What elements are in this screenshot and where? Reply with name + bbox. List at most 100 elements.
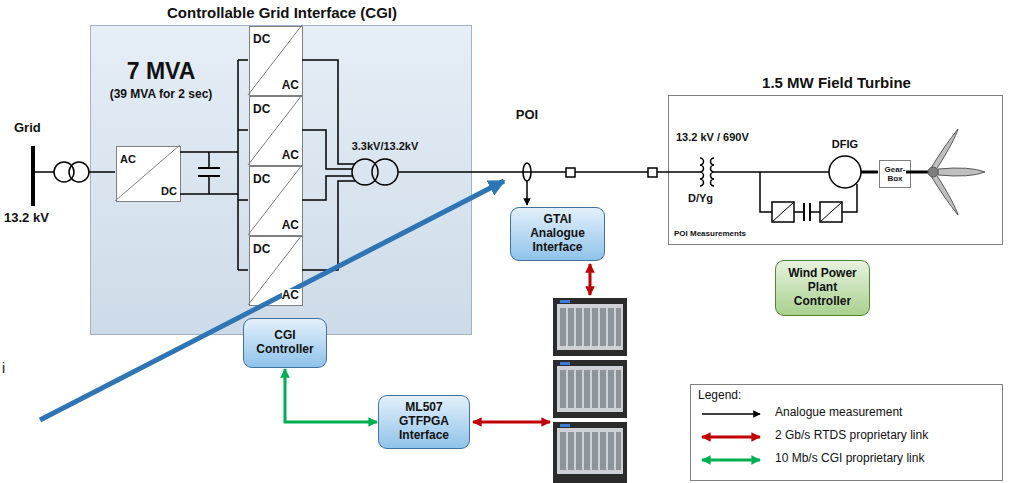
text-slot: DC <box>161 181 177 199</box>
grid-interface-panel: Controllable Grid Interface (CGI)7 MVA(3… <box>90 25 472 335</box>
text-slot: (39 MVA for 2 sec) <box>91 88 231 102</box>
node-text: GTAI Analogue Interface <box>522 213 594 254</box>
pointer-arrow <box>40 181 504 420</box>
ac-collector <box>302 130 353 169</box>
text-slot: AC <box>282 75 299 93</box>
ac-collector <box>302 176 353 200</box>
turbine-electrics <box>820 202 842 222</box>
converter-diagonal <box>248 25 302 95</box>
rtds-rack <box>560 362 570 365</box>
text-slot: CGI Controller <box>252 329 318 357</box>
text-slot: AC <box>120 149 136 167</box>
inverter-box: DC AC <box>249 26 303 96</box>
rtds-rack <box>559 370 621 408</box>
plant-controller-box: Wind Power Plant Controller <box>775 260 870 316</box>
node-text: (39 MVA for 2 sec) <box>91 88 231 102</box>
turbine-electrics <box>803 203 805 221</box>
node-text: AC <box>282 219 299 233</box>
node-text: Gear- Box <box>882 165 908 183</box>
grid-bus <box>33 171 54 173</box>
text-slot: ML507 GTFPGA Interface <box>388 401 460 442</box>
ac-collector <box>302 60 355 270</box>
text-slot: 13.2 kV <box>4 211 49 226</box>
text-slot: AC <box>282 145 299 163</box>
inverter-box: DC AC <box>249 166 303 236</box>
text-slot: 1.5 MW Field Turbine <box>669 74 1004 91</box>
rtds-rack <box>560 424 570 427</box>
note-label: POI Measurements <box>674 229 746 238</box>
rtds-rack <box>553 298 627 356</box>
rtds-link <box>589 264 592 295</box>
group-title: Controllable Grid Interface (CGI) <box>91 4 473 21</box>
generator-label: DFIG <box>827 138 863 151</box>
dc-link <box>208 176 210 194</box>
transformer-symbol <box>352 159 398 185</box>
feeder-line <box>648 168 657 177</box>
rtds-rack <box>560 300 570 303</box>
text-slot: 13.2 kV / 690V <box>676 131 749 144</box>
interface-box: ML507 GTFPGA Interface <box>378 395 470 449</box>
pointer-arrow <box>40 181 504 420</box>
rtds-rack <box>557 366 623 412</box>
transformer-symbol <box>352 159 378 185</box>
interface-box: GTAI Analogue Interface <box>510 207 605 261</box>
legend-text: 10 Mb/s CGI proprietary link <box>775 452 924 466</box>
rotor-blades <box>928 167 938 177</box>
controller-box: CGI Controller <box>243 318 327 368</box>
rtds-rack <box>557 428 623 474</box>
legend-text: 2 Gb/s RTDS proprietary link <box>775 429 928 443</box>
text-slot: POI <box>510 108 544 123</box>
turbine-electrics <box>829 156 861 188</box>
text-slot: Wind Power Plant Controller <box>784 267 862 308</box>
text-slot: Controllable Grid Interface (CGI) <box>91 4 473 21</box>
grid-bus <box>89 171 115 173</box>
transformer-label: 3.3kV/13.2kV <box>345 140 425 153</box>
fragment-text: i <box>2 360 5 376</box>
node-text: Wind Power Plant Controller <box>784 267 862 308</box>
text-slot: POI Measurements <box>674 229 746 238</box>
rotor-blades <box>938 168 985 176</box>
dc-link <box>238 269 248 271</box>
turbine-electrics <box>700 156 930 222</box>
turbine-electrics <box>820 202 842 222</box>
rtds-rack <box>557 304 623 350</box>
rtds-rack <box>553 298 627 483</box>
turbine-electrics <box>772 202 794 222</box>
rtds-link <box>473 421 550 424</box>
text-slot: 3.3kV/13.2kV <box>345 140 425 153</box>
turbine-electrics <box>772 202 794 222</box>
rtds-rack <box>553 360 627 418</box>
transformer-label: 13.2 kV / 690V <box>676 131 749 144</box>
text-slot: DC <box>253 239 270 257</box>
node-text: AC <box>282 149 299 163</box>
dc-link <box>238 59 248 61</box>
rtds-rack <box>559 308 621 346</box>
converter-diagonal <box>248 165 302 235</box>
converter-diagonal <box>115 145 180 201</box>
text-slot: i <box>2 360 5 376</box>
dc-link <box>238 129 248 131</box>
text-slot: DC <box>253 99 270 117</box>
turbine-electrics <box>861 171 878 174</box>
text-slot: DC <box>253 29 270 47</box>
legend-row: 2 Gb/s RTDS proprietary link <box>775 429 928 443</box>
converter-diagonal <box>248 95 302 165</box>
feeder-line <box>526 181 528 205</box>
text-slot: Legend: <box>698 389 741 403</box>
rtds-rack <box>553 422 627 483</box>
turbine-electrics <box>810 211 820 213</box>
legend-row: 10 Mb/s CGI proprietary link <box>775 452 924 466</box>
node-text: ML507 GTFPGA Interface <box>388 401 460 442</box>
converter-diagonal <box>115 25 302 305</box>
turbine-electrics <box>714 171 829 173</box>
text-slot: 7 MVA <box>99 58 223 84</box>
rotor-blades <box>931 129 958 170</box>
inverter-box: DCAC <box>249 236 303 306</box>
rtds-rack <box>559 432 621 470</box>
feeder-line <box>566 168 575 177</box>
feeder-line <box>398 163 700 205</box>
voltage-label: 13.2 kV <box>4 211 49 226</box>
turbine-electrics <box>794 211 804 213</box>
text-slot: DC <box>253 169 270 187</box>
